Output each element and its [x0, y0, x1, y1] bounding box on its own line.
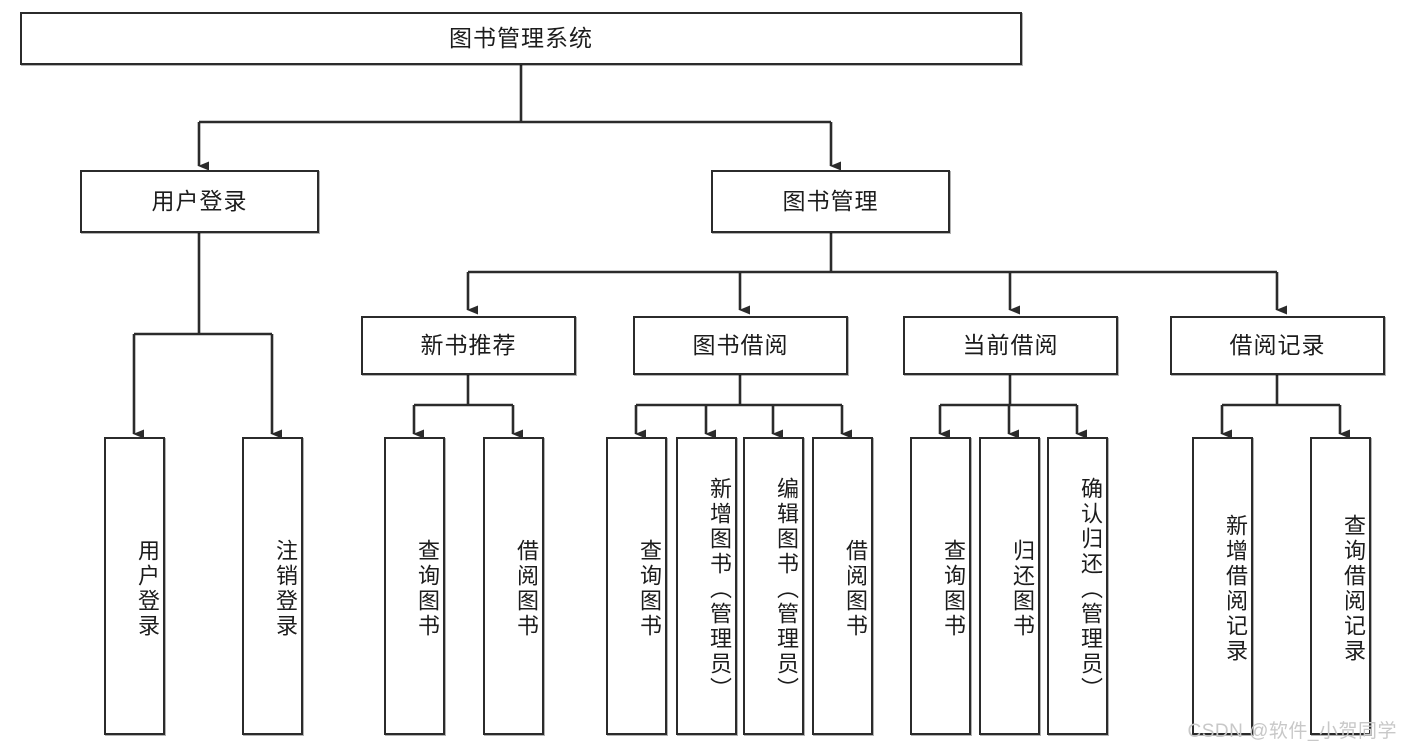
node-label: 查询图书	[415, 539, 440, 639]
node-label: 新书推荐	[420, 331, 517, 358]
node-borrow-records[interactable]: 借阅记录	[1170, 316, 1385, 375]
node-current-borrow[interactable]: 当前借阅	[903, 316, 1118, 375]
node-label: 图书管理	[782, 187, 879, 214]
node-user-login[interactable]: 用户登录	[80, 170, 319, 233]
leaf-logout[interactable]: 注销登录	[242, 437, 303, 735]
node-label: 注销登录	[273, 539, 298, 639]
node-book-management[interactable]: 图书管理	[711, 170, 950, 233]
watermark-text: CSDN @软件_小贺同学	[1187, 721, 1397, 742]
leaf-user-login[interactable]: 用户登录	[104, 437, 165, 735]
node-label: 借阅记录	[1229, 331, 1326, 358]
leaf-borrow-book[interactable]: 借阅图书	[812, 437, 873, 735]
leaf-borrow-book-recommend[interactable]: 借阅图书	[483, 437, 544, 735]
leaf-query-book-recommend[interactable]: 查询图书	[384, 437, 445, 735]
node-label: 确认归还（管理员）	[1078, 476, 1103, 702]
node-label: 归还图书	[1010, 539, 1035, 639]
leaf-confirm-return-admin[interactable]: 确认归还（管理员）	[1047, 437, 1108, 735]
node-label: 用户登录	[151, 187, 248, 214]
node-label: 当前借阅	[962, 331, 1059, 358]
node-label: 查询图书	[941, 539, 966, 639]
node-root-system[interactable]: 图书管理系统	[20, 12, 1022, 65]
node-label: 编辑图书（管理员）	[774, 476, 799, 702]
leaf-edit-book-admin[interactable]: 编辑图书（管理员）	[743, 437, 804, 735]
node-label: 图书管理系统	[449, 24, 593, 51]
node-label: 借阅图书	[843, 539, 868, 639]
node-book-borrow[interactable]: 图书借阅	[633, 316, 848, 375]
node-label: 查询图书	[637, 539, 662, 639]
node-label: 新增借阅记录	[1223, 514, 1248, 664]
node-new-book-recommend[interactable]: 新书推荐	[361, 316, 576, 375]
leaf-query-book-current[interactable]: 查询图书	[910, 437, 971, 735]
leaf-add-borrow-record[interactable]: 新增借阅记录	[1192, 437, 1253, 735]
node-label: 查询借阅记录	[1341, 514, 1366, 664]
node-label: 图书借阅	[692, 331, 789, 358]
leaf-query-book-borrow[interactable]: 查询图书	[606, 437, 667, 735]
node-label: 新增图书（管理员）	[707, 476, 732, 702]
leaf-return-book[interactable]: 归还图书	[979, 437, 1040, 735]
node-label: 用户登录	[135, 539, 160, 639]
leaf-add-book-admin[interactable]: 新增图书（管理员）	[676, 437, 737, 735]
leaf-query-borrow-record[interactable]: 查询借阅记录	[1310, 437, 1371, 735]
node-label: 借阅图书	[514, 539, 539, 639]
